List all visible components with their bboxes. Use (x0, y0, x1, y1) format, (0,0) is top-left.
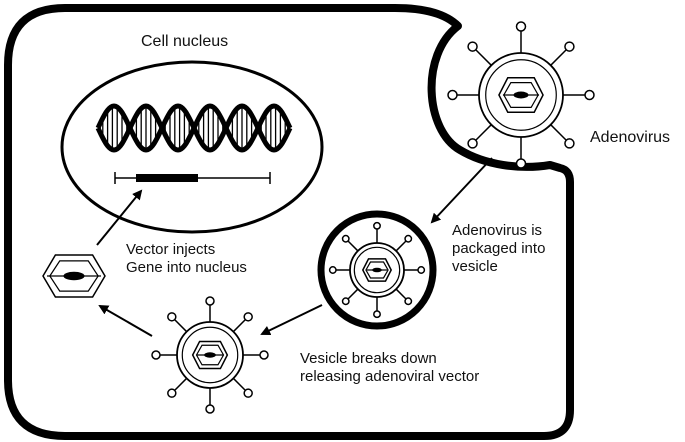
adenovirus-label: Adenovirus (590, 129, 671, 146)
packaged-label-line2: packaged into (452, 240, 546, 257)
vesicle-icon (317, 210, 437, 330)
nucleus-label: Cell nucleus (141, 33, 229, 50)
arrow-vesicle-to-released (260, 304, 323, 336)
injects-label-line1: Vector injects (126, 241, 216, 258)
packaged-label-line3: vesicle (452, 258, 498, 275)
arrow-released-to-vector (98, 305, 153, 337)
arrow-virus-to-vesicle (430, 157, 493, 224)
packaged-label-line1: Adenovirus is (452, 222, 543, 239)
cell-nucleus (60, 60, 324, 234)
arrow-vector-to-nucleus (96, 189, 143, 246)
breaks-label-line2: releasing adenoviral vector (300, 368, 480, 385)
adenovirus-icon (447, 21, 595, 169)
viral-vector-icon (42, 254, 106, 298)
breaks-label-line1: Vesicle breaks down (300, 350, 437, 367)
released-vector-icon (151, 296, 269, 414)
gene-segment-icon (114, 172, 271, 184)
dna-double-helix-icon (95, 103, 293, 153)
injects-label-line2: Gene into nucleus (126, 259, 247, 276)
